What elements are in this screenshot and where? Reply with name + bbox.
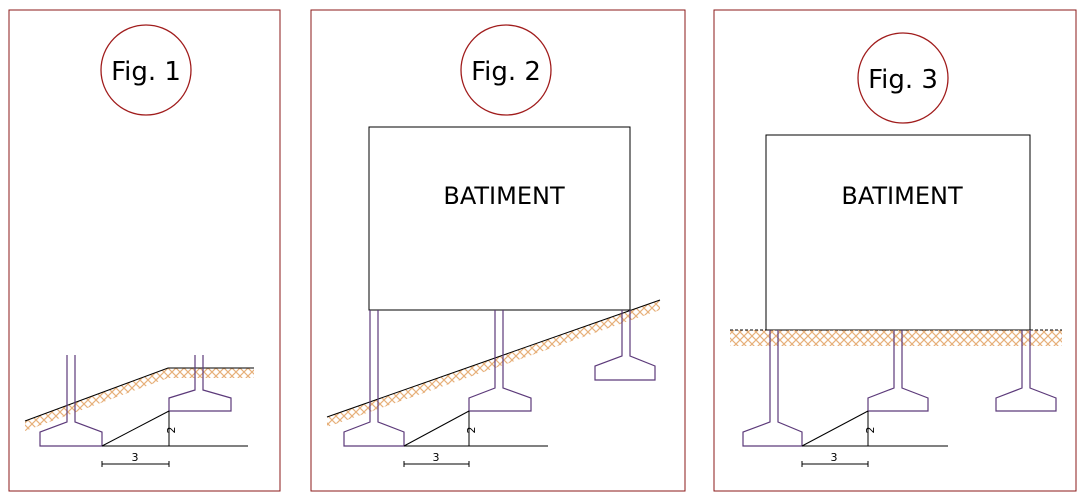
figure-2-ground-line xyxy=(326,299,661,418)
figure-2-frame xyxy=(310,9,686,492)
figure-1-label-circle xyxy=(100,24,192,116)
figure-3-building xyxy=(765,134,1031,331)
figure-2-label: Fig. 2 xyxy=(471,57,541,87)
figure-3-label: Fig. 3 xyxy=(868,65,938,95)
figure-3-slope-line xyxy=(801,410,869,447)
figure-1-footing-right xyxy=(168,355,232,412)
figure-2-slope-line xyxy=(403,410,470,447)
figure-2-label-circle xyxy=(460,24,552,116)
figure-2: Fig. 2 BATIMENT 2 3 xyxy=(310,9,686,492)
figure-2-footing-left xyxy=(343,310,405,447)
figure-1-ground-line xyxy=(24,367,254,422)
figure-1-rise-dim: 2 xyxy=(165,427,178,434)
figure-2-footing-middle xyxy=(468,310,532,412)
figure-1: Fig. 1 2 3 xyxy=(8,9,281,492)
figure-1-ground-hatch xyxy=(25,368,254,431)
figure-2-footing-right xyxy=(594,310,656,381)
figure-3-rise-dim: 2 xyxy=(864,427,877,434)
figure-2-building xyxy=(368,126,631,311)
figure-2-building-label: BATIMENT xyxy=(443,182,565,210)
figure-3-label-circle xyxy=(857,32,949,124)
figure-3-building-label: BATIMENT xyxy=(841,182,963,210)
figure-2-ground-hatch xyxy=(327,300,660,427)
figure-1-slope-line xyxy=(101,410,170,447)
figure-1-label: Fig. 1 xyxy=(111,57,181,87)
figure-3-footing-middle xyxy=(867,330,929,412)
figure-3-ground-hatch xyxy=(730,330,1062,346)
figure-2-run-dim: 3 xyxy=(433,451,440,464)
figure-1-run-dim: 3 xyxy=(132,451,139,464)
figure-3-frame xyxy=(713,9,1077,492)
figure-3-footing-right xyxy=(995,330,1057,412)
figure-3-footing-left xyxy=(742,330,803,447)
figure-1-frame xyxy=(8,9,281,492)
figure-3: Fig. 3 BATIMENT 2 3 xyxy=(713,9,1077,492)
figure-2-rise-dim: 2 xyxy=(465,427,478,434)
figure-1-footing-left xyxy=(39,355,103,447)
figure-3-run-dim: 3 xyxy=(831,451,838,464)
